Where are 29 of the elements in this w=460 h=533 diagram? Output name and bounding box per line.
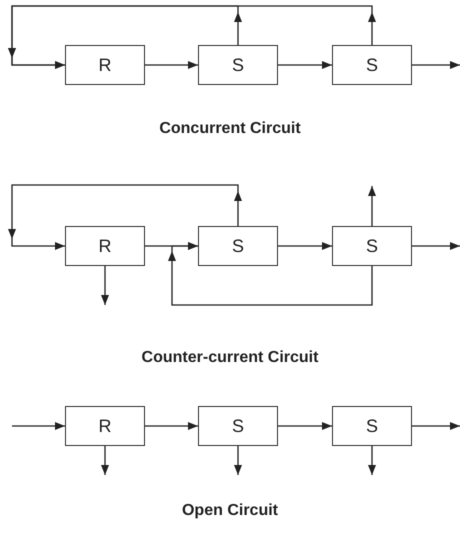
process-box: S — [198, 45, 278, 85]
arrow — [168, 242, 373, 306]
process-box: S — [332, 406, 412, 446]
diagram-caption: Counter-current Circuit — [140, 348, 320, 368]
arrow — [278, 422, 332, 430]
diagram-caption: Open Circuit — [180, 501, 279, 521]
arrow — [278, 61, 332, 69]
arrow — [145, 61, 198, 69]
arrow — [101, 446, 109, 475]
arrow — [412, 242, 460, 250]
arrow — [145, 422, 198, 430]
process-box: S — [332, 45, 412, 85]
arrow — [412, 422, 460, 430]
process-box: R — [65, 45, 145, 85]
arrow — [278, 242, 332, 250]
process-box: S — [198, 226, 278, 266]
process-box: S — [198, 406, 278, 446]
arrow — [101, 266, 109, 305]
process-box: R — [65, 226, 145, 266]
process-box: R — [65, 406, 145, 446]
arrow — [368, 446, 376, 475]
arrow — [8, 5, 376, 69]
arrow — [234, 446, 242, 475]
diagram-caption: Concurrent Circuit — [158, 119, 302, 139]
process-box: S — [332, 226, 412, 266]
arrow — [8, 184, 242, 250]
arrow — [12, 422, 65, 430]
arrow — [412, 61, 460, 69]
arrow — [368, 186, 376, 226]
